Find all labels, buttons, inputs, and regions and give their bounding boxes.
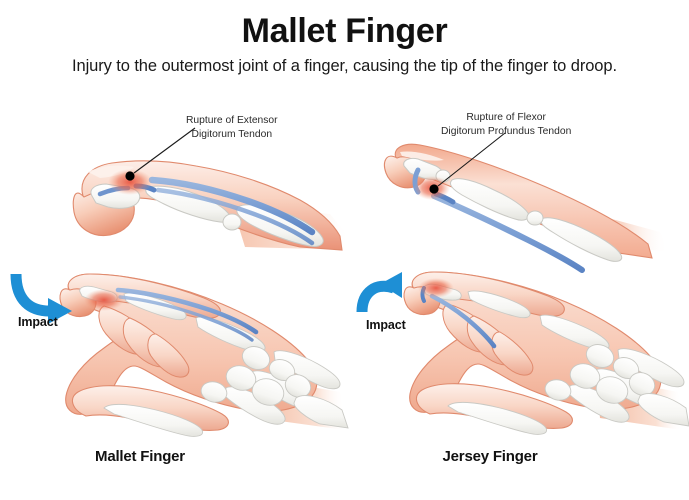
annotation-right-line2: Digitorum Profundus Tendon	[441, 125, 572, 137]
impact-arrow-right	[356, 272, 402, 313]
curved-arrow-icon-right-head	[380, 272, 402, 298]
bone-wrist-right	[637, 393, 689, 427]
nail-highlight	[88, 165, 134, 178]
page-subtitle: Injury to the outermost joint of a finge…	[72, 56, 617, 75]
inflammation-blush	[108, 169, 152, 195]
bone-thumb-right	[447, 401, 548, 435]
nail-highlight-right	[400, 151, 444, 161]
annotation-right: Rupture of Flexor Digitorum Profundus Te…	[441, 111, 571, 138]
bone-joint-condyle	[222, 213, 242, 231]
inflammation-hand-right	[418, 278, 454, 298]
bone-joint-condyle-right	[526, 210, 544, 226]
bone-index-proximal-right	[539, 314, 610, 351]
inflammation-hand-left	[84, 289, 124, 311]
bone-wrist-left	[293, 395, 349, 429]
header: Mallet Finger Injury to the outermost jo…	[0, 0, 689, 76]
tendon-flexor-main	[431, 193, 585, 273]
annotation-left-line2: Digitorum Tendon	[191, 128, 273, 140]
curved-arrow-icon-left-head	[48, 298, 72, 324]
curved-arrow-icon-left-shaft	[10, 273, 53, 317]
figure-mallet-finger-closeup	[72, 127, 350, 251]
annotation-left-line1: Rupture of Extensor	[186, 115, 278, 126]
annotation-right-line1: Rupture of Flexor	[466, 112, 546, 123]
figure-jersey-finger-closeup	[383, 132, 668, 273]
bone-carpals-right	[544, 344, 656, 404]
bone-thumb-left	[103, 403, 204, 437]
bone-middle-phalanx-right	[449, 178, 530, 221]
bone-carpals-left	[200, 346, 312, 406]
impact-label-right: Impact	[366, 318, 406, 332]
leader-line-left	[133, 127, 196, 174]
tendon-extensor-hand-left-2	[118, 295, 254, 342]
tendon-extensor-main	[148, 176, 316, 236]
bone-index-middle-right	[467, 290, 531, 319]
caption-jersey-finger: Jersey Finger	[442, 448, 538, 465]
bone-proximal-phalanx-right	[540, 217, 623, 262]
figure-jersey-hand	[403, 271, 689, 435]
annotation-left: Rupture of Extensor Digitorum Tendon	[186, 114, 278, 141]
leader-line-right	[437, 132, 506, 187]
curved-arrow-icon-right-shaft	[356, 280, 396, 313]
caption-mallet-finger: Mallet Finger	[95, 448, 185, 465]
tendon-extensor-branch	[155, 187, 315, 246]
tendon-flexor-hand-right	[429, 293, 497, 349]
bone-index-proximal-left	[195, 316, 266, 353]
little-finger-left	[147, 333, 190, 378]
figure-mallet-hand	[59, 273, 349, 437]
rupture-dot-icon	[125, 171, 135, 181]
impact-arrow-left	[10, 273, 72, 324]
impact-label-left: Impact	[18, 315, 58, 329]
tendon-extensor-hand-left	[115, 287, 259, 335]
page-title: Mallet Finger	[241, 12, 448, 50]
rupture-dot-icon-right	[429, 184, 439, 194]
